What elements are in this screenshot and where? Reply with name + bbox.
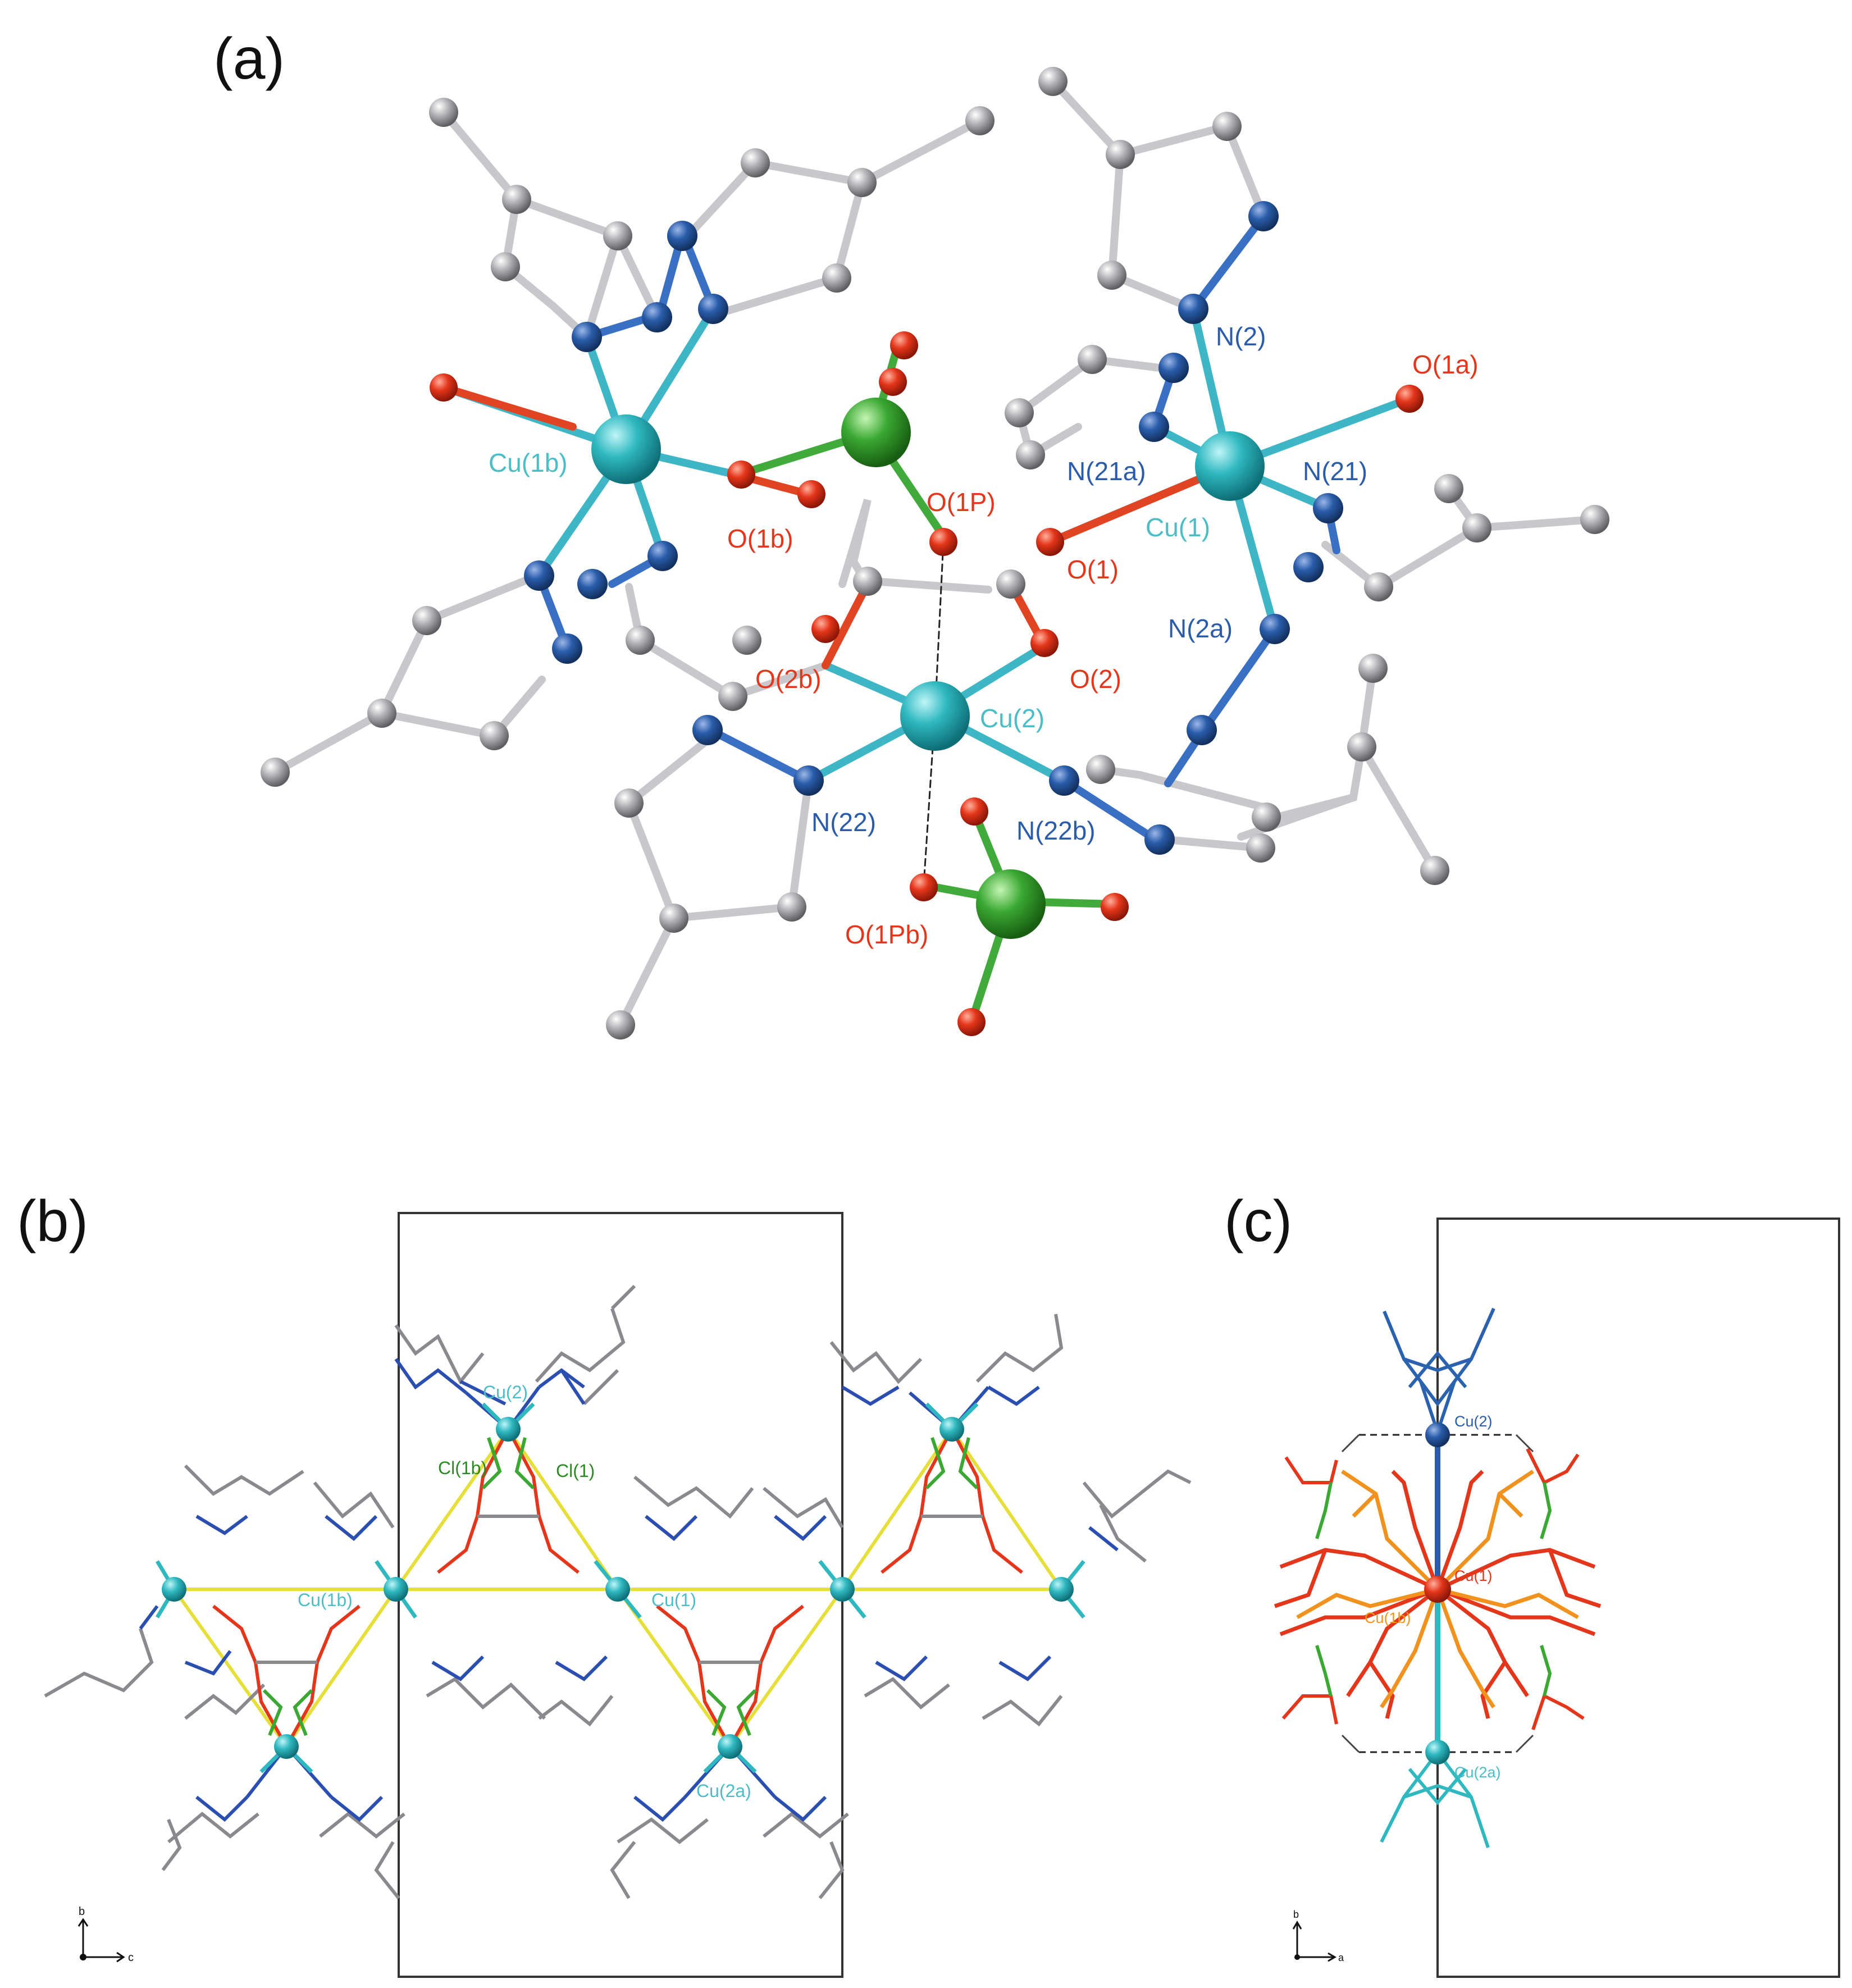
c-cu1-atom <box>1424 1576 1451 1603</box>
panel-b-ligands <box>44 1284 1192 1899</box>
panel-a: (a) <box>213 26 1609 1039</box>
c-axis-horizontal: a <box>1338 1952 1344 1963</box>
label-n22: N(22) <box>811 808 876 837</box>
b-label-cu1b: Cu(1b) <box>298 1590 353 1610</box>
b-label-cl1: Cl(1) <box>556 1461 595 1481</box>
label-cu2: Cu(2) <box>980 704 1044 733</box>
cu1-atom <box>1195 431 1265 501</box>
label-o1p: O(1P) <box>927 487 996 517</box>
c-cu2a-atom <box>1425 1740 1450 1764</box>
panel-b-axis-triad <box>77 1918 125 1963</box>
c-label-cu1b: Cu(1b) <box>1365 1609 1411 1626</box>
panel-c-labels: Cu(2) Cu(1) Cu(1b) Cu(2a) <box>1365 1413 1501 1781</box>
panel-b: (b) <box>17 1189 1192 1978</box>
label-n2a: N(2a) <box>1168 614 1233 643</box>
label-n21: N(21) <box>1303 457 1367 486</box>
panel-b-perchlorate <box>262 1437 979 1736</box>
c-label-cu2a: Cu(2a) <box>1454 1764 1501 1781</box>
b-label-cu2: Cu(2) <box>483 1382 528 1402</box>
panel-a-atoms <box>261 67 1609 1039</box>
c-label-cu1: Cu(1) <box>1454 1567 1493 1584</box>
label-o1b: O(1b) <box>727 524 793 553</box>
label-n22b: N(22b) <box>1016 816 1096 845</box>
c-cu2-atom <box>1425 1422 1450 1447</box>
panel-c-letter: (c) <box>1224 1189 1292 1254</box>
label-cu1: Cu(1) <box>1146 513 1210 542</box>
cu1b-atom <box>591 414 661 484</box>
label-n21a: N(21a) <box>1067 457 1146 486</box>
b-label-cu1: Cu(1) <box>651 1590 696 1610</box>
panel-c-unit-cell <box>1436 1218 1840 1978</box>
panel-c: (c) <box>1224 1189 1840 1978</box>
b-axis-horizontal: c <box>128 1951 134 1964</box>
c-axis-vertical: b <box>1293 1909 1299 1920</box>
c-cu1-ligands <box>1274 1470 1602 1719</box>
label-o1: O(1) <box>1067 555 1119 584</box>
label-o1pb: O(1Pb) <box>845 920 928 949</box>
panel-b-letter: (b) <box>17 1189 88 1254</box>
label-o2b: O(2b) <box>755 664 822 694</box>
panel-a-letter: (a) <box>213 26 285 92</box>
panel-a-labels: Cu(1b) Cu(1) Cu(2) N(2) N(21a) N(21) N(2… <box>489 322 1479 949</box>
b-label-cu2a: Cu(2a) <box>696 1781 751 1801</box>
label-o1a: O(1a) <box>1412 350 1479 379</box>
label-o2: O(2) <box>1070 664 1121 694</box>
label-n2: N(2) <box>1216 322 1266 351</box>
c-anions <box>1281 1448 1585 1730</box>
label-cu1b: Cu(1b) <box>489 448 568 477</box>
panel-b-labels: Cu(2) Cl(1b) Cl(1) Cu(1b) Cu(1) Cu(2a) <box>298 1382 751 1801</box>
b-label-cl1b: Cl(1b) <box>438 1458 487 1478</box>
c-label-cu2: Cu(2) <box>1454 1413 1493 1430</box>
panel-c-axis-triad <box>1292 1921 1336 1962</box>
c-cu1b-ligands <box>1296 1470 1579 1708</box>
b-axis-vertical: b <box>79 1905 85 1918</box>
panel-b-cu-atoms <box>162 1417 1074 1759</box>
cu2-atom <box>900 681 970 751</box>
